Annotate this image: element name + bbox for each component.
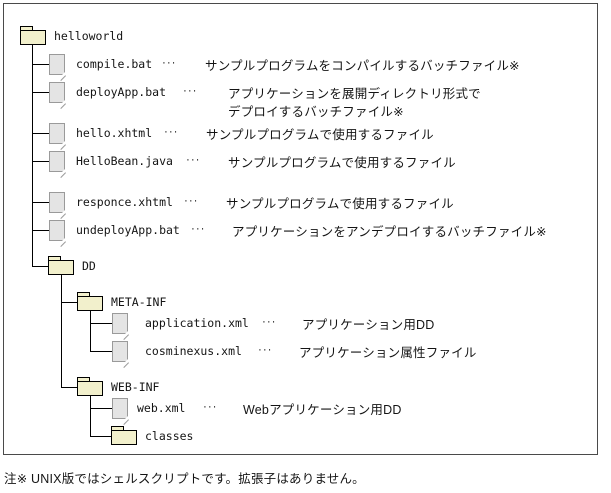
tree-branch-undeployapp [32,230,49,231]
tree-node-application-xml[interactable] [112,313,129,340]
tree-node-web-xml[interactable] [112,398,129,425]
file-icon [49,82,66,109]
tree-branch-compile [32,64,49,65]
tree-node-classes-label: classes [145,429,194,443]
tree-node-hello-xhtml-label: hello.xhtml [76,126,153,140]
tree-node-hellobean-java-desc: サンプルプログラムで使用するファイル [228,156,456,170]
separator-dots: ··· [203,401,218,413]
folder-icon [48,256,74,275]
file-icon [112,313,129,340]
footnote-text: 注※ UNIX版ではシェルスクリプトです。拡張子はありません。 [4,472,365,486]
tree-node-deployapp-bat[interactable] [49,82,66,109]
folder-icon [77,292,103,311]
separator-dots: ··· [262,316,277,328]
file-icon [49,54,66,81]
tree-node-cosminexus-xml-desc: アプリケーション属性ファイル [299,346,477,360]
tree-branch-cosminexus [90,351,112,352]
tree-trunk-root [32,45,33,267]
diagram-frame [3,3,598,455]
separator-dots: ··· [184,195,199,207]
tree-branch-webinf [61,387,77,388]
folder-icon [20,26,46,45]
tree-branch-classes [90,436,111,437]
tree-node-hello-xhtml-desc: サンプルプログラムで使用するファイル [206,128,434,142]
tree-node-compile-bat-desc: サンプルプログラムをコンパイルするバッチファイル※ [205,59,520,73]
tree-node-compile-bat-label: compile.bat [76,57,153,71]
separator-dots: ··· [186,154,201,166]
tree-node-responce-xhtml[interactable] [49,192,66,219]
tree-node-hello-xhtml[interactable] [49,123,66,150]
tree-node-hellobean-java[interactable] [49,151,66,178]
tree-node-undeployapp-bat-label: undeployApp.bat [76,223,180,237]
tree-node-web-inf-label: WEB-INF [111,380,160,394]
tree-branch-metainf [61,302,77,303]
tree-node-cosminexus-xml-label: cosminexus.xml [145,344,242,358]
separator-dots: ··· [191,223,206,235]
tree-node-web-xml-label: web.xml [137,401,186,415]
file-icon [112,398,129,425]
tree-node-dd[interactable] [48,256,74,275]
tree-node-deployapp-bat-desc-line2: デプロイするバッチファイル※ [228,105,404,119]
tree-branch-application [90,323,112,324]
separator-dots: ··· [258,344,273,356]
file-icon [49,151,66,178]
folder-icon [111,426,137,445]
separator-dots: ··· [164,126,179,138]
tree-node-compile-bat[interactable] [49,54,66,81]
tree-branch-webxml [90,408,112,409]
tree-branch-hellobean [32,161,49,162]
tree-node-dd-label: DD [82,259,96,273]
tree-branch-dd [32,266,48,267]
tree-trunk-metainf [90,311,91,351]
tree-node-undeployapp-bat-desc: アプリケーションをアンデプロイするバッチファイル※ [232,225,547,239]
tree-trunk-dd [61,275,62,388]
tree-branch-hello [32,133,49,134]
file-icon [49,220,66,247]
tree-node-helloworld-label: helloworld [54,29,124,43]
tree-node-helloworld[interactable] [20,26,46,45]
tree-node-meta-inf-label: META-INF [111,295,167,309]
tree-node-cosminexus-xml[interactable] [112,341,129,368]
tree-node-application-xml-desc: アプリケーション用DD [302,318,435,332]
folder-icon [77,377,103,396]
tree-node-deployapp-bat-label: deployApp.bat [76,85,167,99]
tree-node-hellobean-java-label: HelloBean.java [76,154,173,168]
separator-dots: ··· [183,85,198,97]
tree-node-responce-xhtml-desc: サンプルプログラムで使用するファイル [226,197,454,211]
tree-node-web-xml-desc: Webアプリケーション用DD [243,403,402,417]
tree-node-meta-inf[interactable] [77,292,103,311]
tree-node-responce-xhtml-label: responce.xhtml [76,195,173,209]
tree-branch-deployapp [32,92,49,93]
file-icon [49,192,66,219]
tree-branch-responce [32,202,49,203]
tree-trunk-webinf [90,396,91,436]
tree-node-deployapp-bat-desc: アプリケーションを展開ディレクトリ形式で [228,87,481,101]
tree-node-undeployapp-bat[interactable] [49,220,66,247]
file-icon [49,123,66,150]
tree-node-web-inf[interactable] [77,377,103,396]
tree-node-classes[interactable] [111,426,137,445]
file-icon [112,341,129,368]
tree-node-application-xml-label: application.xml [145,316,249,330]
separator-dots: ··· [162,57,177,69]
